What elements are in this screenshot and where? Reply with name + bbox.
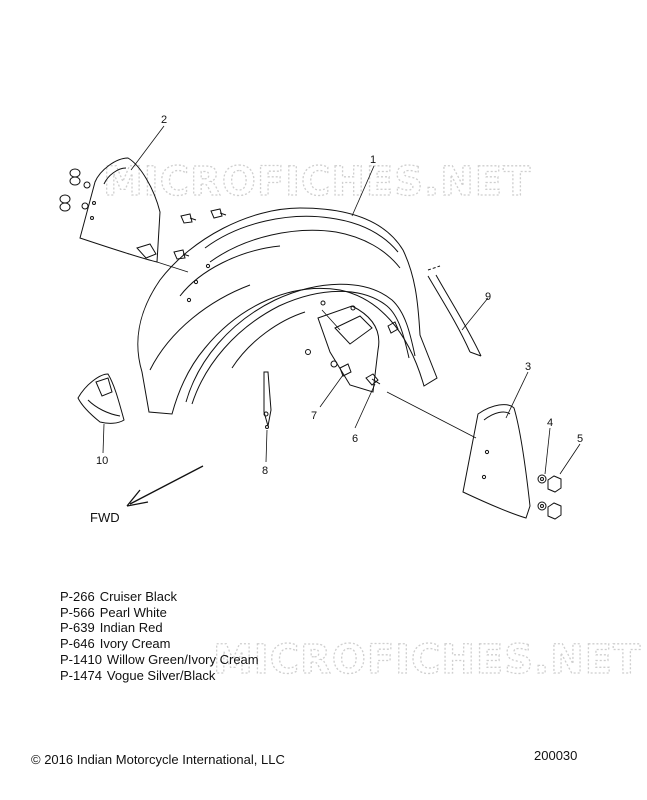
callout-6: 6	[352, 433, 358, 445]
callout-7: 7	[311, 410, 317, 422]
callout-9: 9	[485, 291, 491, 303]
callout-8: 8	[262, 465, 268, 477]
fastener-part-7	[330, 321, 399, 377]
left-cover-hardware	[59, 168, 91, 212]
washer-part	[537, 474, 547, 511]
forward-arrow	[126, 465, 204, 507]
trim-strip-part	[427, 265, 482, 357]
color-code: P-566	[60, 604, 95, 620]
fastener-part-6	[365, 373, 381, 386]
color-code: P-1410	[60, 651, 102, 667]
callout-2: 2	[161, 114, 167, 126]
drawing-number: 200030	[534, 748, 578, 763]
color-name: Cruiser Black	[99, 589, 177, 604]
color-code: P-639	[60, 620, 95, 636]
assembly-guide-lines	[156, 261, 477, 439]
callout-5: 5	[577, 433, 583, 445]
color-code: P-646	[60, 636, 95, 652]
color-name: Ivory Cream	[99, 636, 171, 652]
color-name: Willow Green/Ivory Cream	[106, 651, 259, 667]
color-option: P-266 Cruiser Black	[60, 589, 259, 605]
fender-tip-part	[77, 373, 125, 424]
watermark-top: MICROFICHES.NET	[103, 159, 531, 205]
callout-10: 10	[96, 455, 108, 467]
left-fender-cover-part	[79, 157, 161, 263]
color-name: Vogue Silver/Black	[106, 667, 216, 683]
color-code: P-266	[60, 589, 95, 604]
wire-clip-part	[263, 371, 272, 429]
callout-1: 1	[370, 154, 376, 166]
callout-3: 3	[525, 361, 531, 373]
color-code: P-1474	[60, 667, 102, 683]
fender-inner-bracket	[305, 300, 380, 393]
callout-numbers: 1 2 3 4 5 6 7 8 9 10	[96, 114, 583, 477]
fender-bolts	[173, 208, 227, 260]
color-name: Indian Red	[99, 620, 163, 636]
fwd-label: FWD	[90, 510, 120, 525]
callout-leaders	[102, 125, 581, 475]
copyright-notice: © 2016 Indian Motorcycle International, …	[31, 752, 285, 767]
watermark-bottom: MICROFICHES.NET	[213, 637, 641, 683]
callout-4: 4	[547, 417, 553, 429]
right-fender-cover-part	[462, 404, 531, 519]
rear-fender-part	[137, 207, 438, 415]
color-name: Pearl White	[99, 604, 167, 620]
cap-nut-part	[547, 475, 562, 520]
